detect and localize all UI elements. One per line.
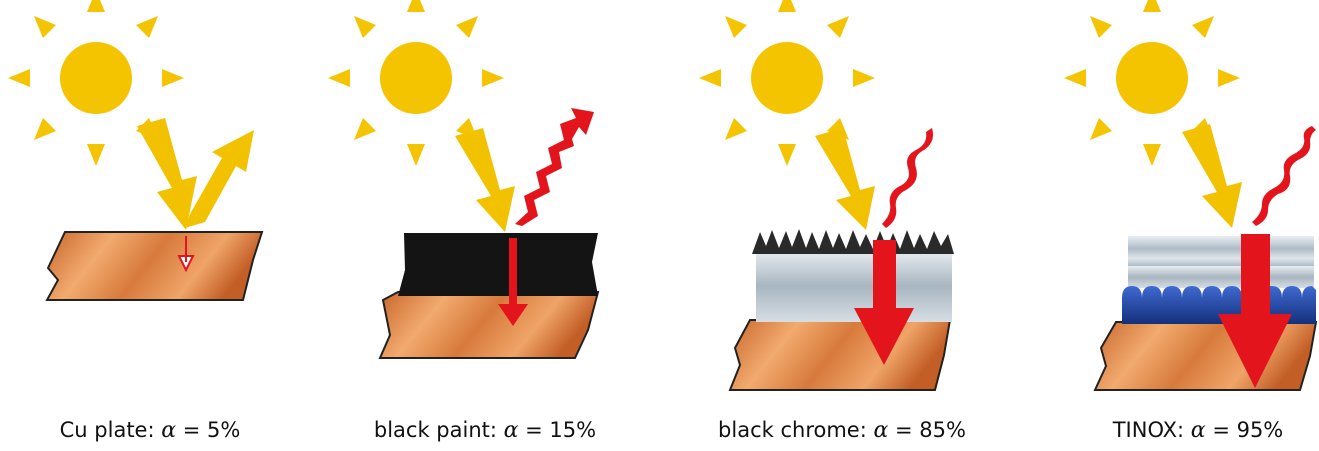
panel-black-chrome — [699, 0, 954, 391]
tinox-mid-layer — [1128, 266, 1314, 288]
alpha-symbol: α — [873, 418, 889, 443]
caption-black-paint: black paint: α = 15% — [335, 418, 635, 443]
absorbed-arrow — [854, 240, 914, 365]
caption-label: black chrome: — [718, 418, 874, 442]
caption-tinox: TINOX: α = 95% — [1048, 418, 1319, 443]
caption-value: = 5% — [176, 418, 241, 442]
alpha-symbol: α — [1190, 418, 1206, 443]
caption-label: Cu plate: — [59, 418, 162, 442]
copper-plate — [728, 319, 952, 391]
chrome-layer — [756, 250, 952, 322]
reflected-arrow — [185, 130, 254, 228]
caption-cu-plate: Cu plate: α = 5% — [0, 418, 300, 443]
sun-icon — [699, 0, 875, 166]
copper-plate — [378, 291, 600, 359]
black-paint-layer — [398, 233, 598, 296]
tinox-top-layer — [1128, 236, 1314, 268]
caption-value: = 95% — [1205, 418, 1284, 442]
emitted-wave — [515, 108, 594, 226]
panel-tinox — [1064, 0, 1318, 391]
caption-label: black paint: — [373, 418, 504, 442]
panel-cu-plate — [8, 0, 264, 301]
caption-black-chrome: black chrome: α = 85% — [692, 418, 992, 443]
copper-plate — [45, 231, 264, 301]
panel-black-paint — [328, 0, 600, 359]
emitted-wave — [1252, 126, 1316, 226]
sunlight-arrow — [137, 118, 197, 230]
alpha-symbol: α — [503, 418, 519, 443]
absorbed-arrow — [1218, 234, 1292, 388]
caption-value: = 85% — [888, 418, 966, 442]
caption-label: TINOX: — [1112, 418, 1191, 442]
emitted-wave — [882, 128, 933, 228]
black-chrome-layer — [752, 229, 954, 254]
caption-value: = 15% — [518, 418, 597, 442]
sunlight-arrow — [815, 128, 875, 230]
absorbed-arrow — [177, 236, 195, 273]
sunlight-arrow — [455, 128, 515, 232]
sunlight-arrow — [1182, 124, 1242, 228]
alpha-symbol: α — [161, 418, 177, 443]
absorbed-arrow — [498, 238, 528, 326]
